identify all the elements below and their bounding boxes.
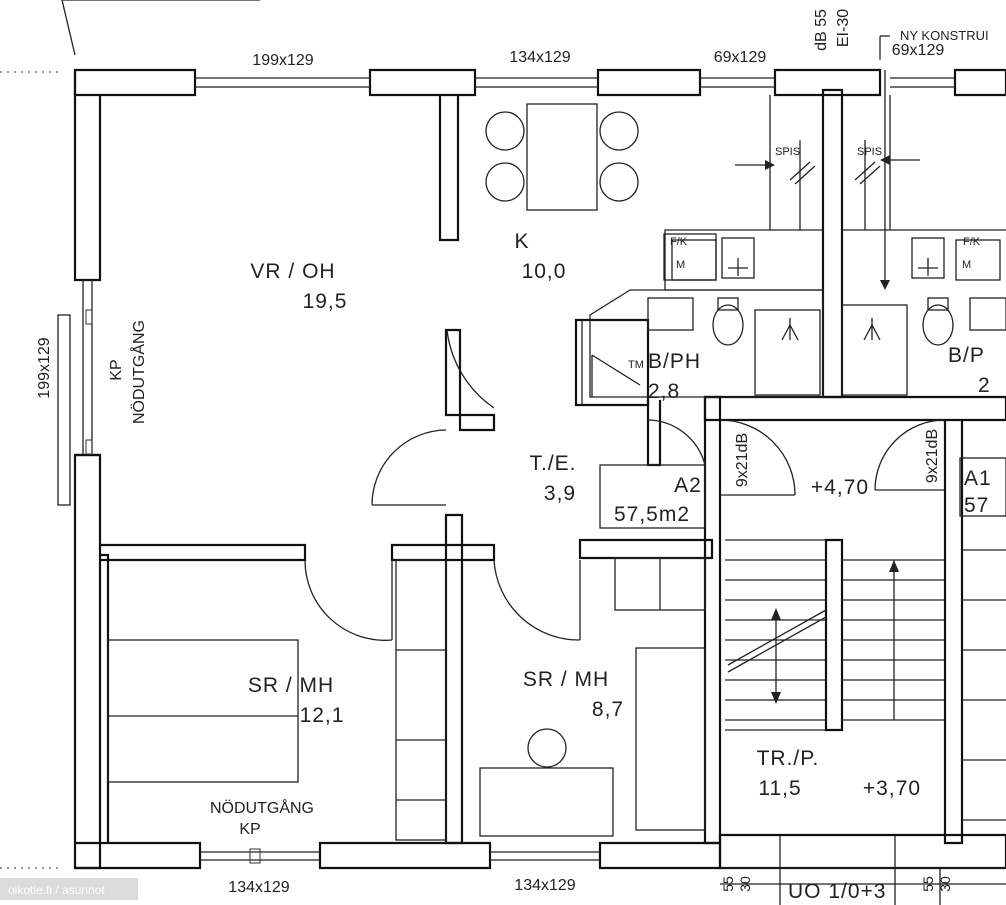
nodutgang-bottom-label: NÖDUTGÅNG [210, 798, 314, 817]
windows [57, 77, 955, 864]
room-sr-mh-1-name: SR / MH [248, 674, 334, 697]
fk-2-label: F/K [963, 236, 981, 248]
window-dim-top-3: 69x129 [714, 49, 767, 66]
room-bph-name: B/PH [648, 350, 701, 373]
watermark-bg [0, 878, 138, 900]
room-bph-neighbor-area: 2 [978, 374, 991, 397]
ei30-label: EI-30 [835, 9, 852, 47]
room-sr-mh-2-name: SR / MH [523, 668, 609, 691]
room-k-area: 10,0 [522, 260, 567, 283]
construction-lines [0, 0, 890, 869]
window-dim-top-4: 69x129 [892, 42, 945, 59]
stairs [725, 538, 1006, 821]
apartment-a1-box [959, 457, 1006, 517]
level-label-2: +3,70 [863, 777, 921, 800]
level-label-1: +4,70 [811, 476, 869, 499]
room-tr-p-area: 11,5 [758, 777, 801, 800]
fk-label: F/K [670, 236, 688, 248]
spis-2-label: SPIS [857, 146, 882, 158]
room-sr-mh-1-area: 12,1 [300, 704, 345, 727]
fridge-box [663, 233, 717, 281]
kp-label: KP [108, 359, 125, 380]
apartment-a1-size: 57 [964, 494, 989, 517]
kitchen-fixtures [485, 95, 1006, 291]
n30-1-label: 30 [737, 876, 753, 892]
window-dim-top-2: 134x129 [509, 49, 570, 66]
ny-konstr-label: NY KONSTRUI [900, 28, 989, 43]
apartment-a2-code: A2 [674, 474, 702, 497]
n30-2-label: 30 [937, 876, 953, 892]
apartment-a2-box [599, 464, 706, 529]
n55-1-label: 55 [720, 876, 736, 892]
window-dim-top-1: 199x129 [252, 52, 313, 69]
room-bph-area: 2,8 [648, 380, 680, 403]
bathroom-fixtures [589, 289, 1006, 398]
doors [304, 329, 946, 641]
room-k-name: K [514, 230, 529, 253]
room-te-area: 3,9 [544, 482, 576, 505]
room-sr-mh-2-area: 8,7 [592, 698, 624, 721]
apartment-a1-code: A1 [964, 467, 992, 490]
db55-label: dB 55 [813, 9, 830, 51]
room-te-name: T./E. [529, 452, 576, 475]
room-bph-neighbor-name: B/P [948, 344, 985, 367]
apartment-a2-size: 57,5m2 [614, 503, 690, 526]
kp-bottom-label: KP [239, 821, 260, 838]
window-dim-bottom-1: 134x129 [228, 879, 289, 896]
room-vr-oh-area: 19,5 [303, 290, 348, 313]
uo-label: UO 1/0+3 [788, 880, 886, 903]
room-tr-p-name: TR./P. [757, 747, 820, 770]
room-vr-oh-name: VR / OH [250, 260, 335, 283]
window-dim-bottom-2: 134x129 [514, 877, 575, 894]
n55-2-label: 55 [920, 876, 936, 892]
door-2-label: 9x21dB [924, 429, 941, 483]
m-label: M [676, 259, 685, 271]
nodutgang-label: NÖDUTGÅNG [129, 320, 148, 424]
window-dim-left: 199x129 [36, 337, 53, 398]
watermark: oikotie.fi / asunnot [8, 883, 105, 897]
spis-label: SPIS [775, 146, 800, 158]
m-2-label: M [962, 259, 971, 271]
door-1-label: 9x21dB [734, 433, 751, 487]
tm-label: TM [628, 359, 644, 371]
bedroom-furniture [107, 557, 706, 841]
